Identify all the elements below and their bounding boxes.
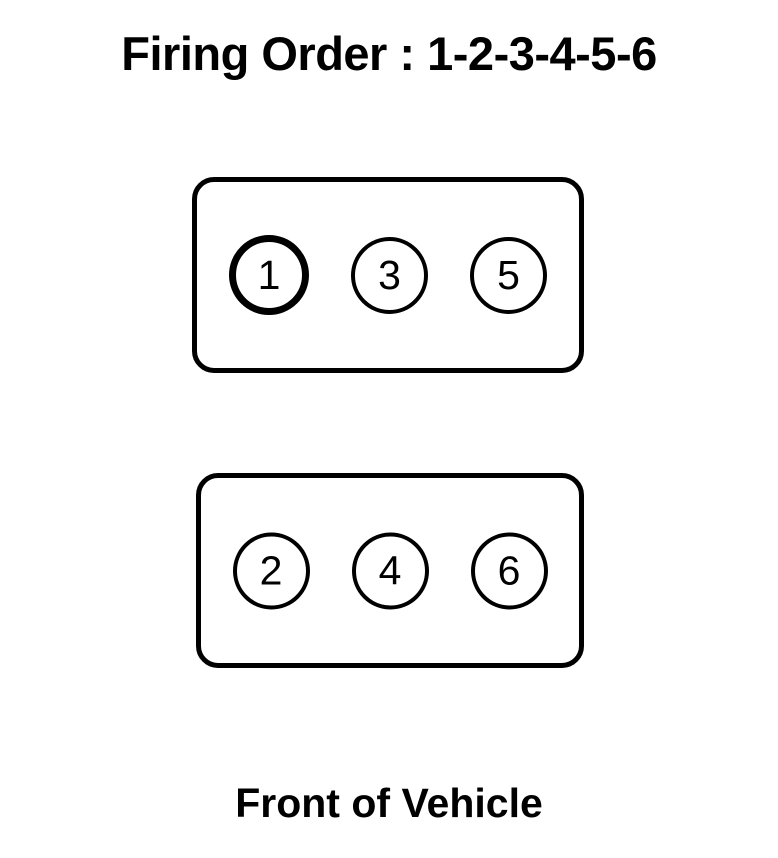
cylinder-5-label: 5	[497, 251, 520, 298]
cylinder-3-label: 3	[378, 251, 401, 298]
cylinder-4[interactable]: 4	[351, 532, 429, 609]
cylinder-1[interactable]: 1	[229, 235, 309, 315]
cylinder-2-label: 2	[259, 547, 283, 593]
title-separator: :	[386, 27, 428, 80]
cylinder-row-rear: 1 3 5	[197, 235, 579, 315]
engine-bank-rear: 1 3 5	[192, 177, 584, 373]
cylinder-3[interactable]: 3	[351, 236, 428, 314]
cylinder-6-label: 6	[497, 547, 521, 593]
orientation-caption: Front of Vehicle	[235, 780, 543, 826]
page-title: Firing Order : 1-2-3-4-5-6	[0, 26, 778, 82]
firing-order-sequence: 1-2-3-4-5-6	[427, 27, 657, 80]
cylinder-1-label: 1	[257, 251, 281, 298]
engine-bank-front: 2 4 6	[196, 473, 584, 668]
cylinder-4-label: 4	[378, 547, 402, 593]
cylinder-row-front: 2 4 6	[201, 532, 579, 609]
title-label: Firing Order	[121, 27, 387, 80]
cylinder-2[interactable]: 2	[232, 532, 310, 609]
cylinder-6[interactable]: 6	[470, 532, 548, 609]
cylinder-5[interactable]: 5	[470, 236, 547, 314]
